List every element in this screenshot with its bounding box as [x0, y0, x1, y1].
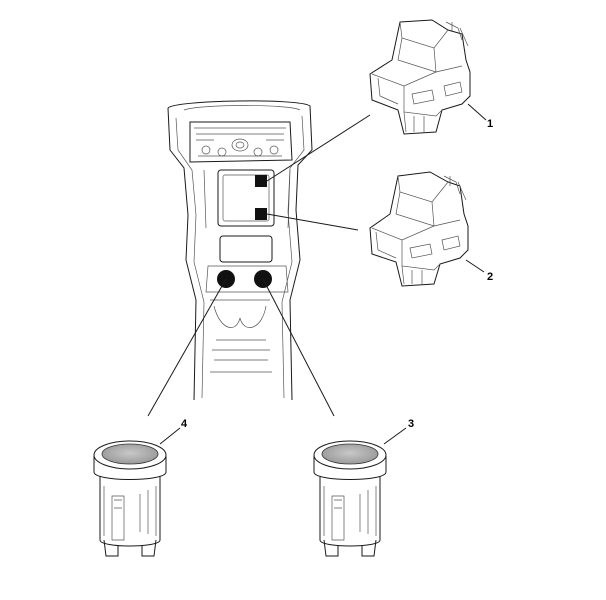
- callout-number-1: 1: [487, 118, 493, 130]
- leader-lines: [147, 103, 487, 445]
- button-3-illustration: [313, 440, 387, 557]
- switch-2-illustration: [369, 171, 469, 287]
- callout-number-3: 3: [408, 418, 414, 430]
- cup-holders: [210, 299, 272, 373]
- switch-marker-upper: [255, 175, 267, 187]
- callout-number-2: 2: [487, 271, 493, 283]
- lower-recess: [205, 235, 289, 293]
- button-4-illustration: [93, 440, 167, 557]
- switch-bay: [203, 169, 291, 229]
- switch-marker-lower: [255, 208, 267, 220]
- callout-number-4: 4: [181, 418, 188, 430]
- switch-1-illustration: [369, 19, 471, 135]
- audio-panel: [189, 121, 293, 163]
- center-console: [167, 100, 313, 401]
